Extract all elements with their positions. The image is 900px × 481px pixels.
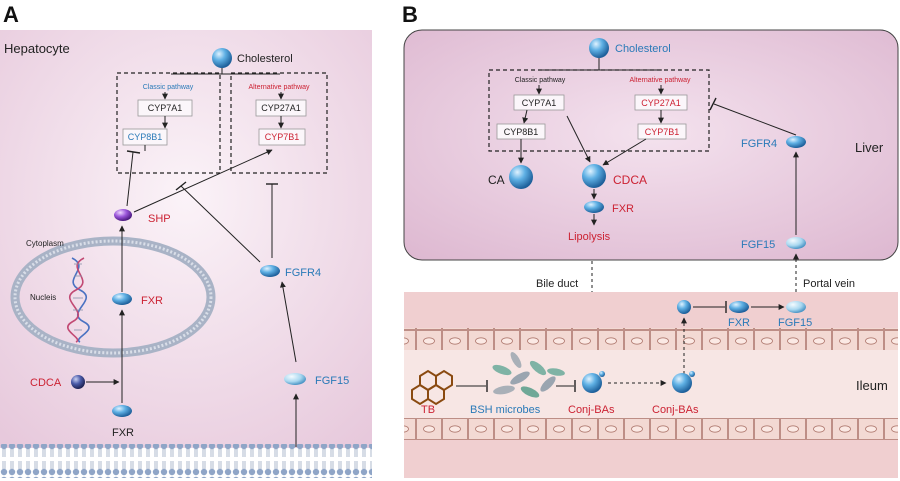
fxr-membrane-label: FXR: [112, 427, 134, 439]
dna-helix: [67, 257, 90, 343]
ca-molecule: [509, 165, 533, 189]
cyp7a1-label: CYP7A1: [148, 103, 183, 113]
cyp7b1-box: [258, 128, 306, 146]
shp-molecule: [114, 209, 132, 221]
cyp27a1-label: CYP27A1: [261, 103, 301, 113]
fxr-liver-molecule: [584, 201, 604, 213]
liver-region: [403, 29, 899, 261]
ileum-label: Ileum: [856, 378, 888, 393]
cyp8b1-label-b: CYP8B1: [504, 127, 539, 137]
panel-a: A Hepatocyte Cholesterol Classic pathway…: [0, 2, 372, 478]
tb-molecule: [411, 369, 453, 406]
shp-label: SHP: [148, 213, 171, 225]
nucleus-inner-membrane: [13, 239, 213, 355]
portal-vein-label: Portal vein: [803, 278, 855, 290]
bsh-microbes-label: BSH microbes: [470, 404, 541, 416]
cholesterol-label-b: Cholesterol: [615, 43, 671, 55]
ca-label: CA: [488, 173, 505, 187]
fgfr4-receptor-b: [786, 136, 806, 148]
tb-label: TB: [421, 404, 435, 416]
cytoplasm-label: Cytoplasm: [26, 239, 64, 248]
cyp7a1-label-b: CYP7A1: [522, 98, 557, 108]
cyp7a1-box-b: [513, 94, 565, 111]
fgf15-intestine-molecule: [786, 301, 806, 313]
fgf15-liver-label: FGF15: [741, 239, 775, 251]
fxr-membrane-molecule: [112, 405, 132, 417]
cholesterol-molecule-b: [589, 38, 609, 58]
cdca-molecule: [71, 375, 85, 389]
ileum-epithelium-top: [404, 328, 898, 350]
panel-b-label: B: [402, 2, 418, 27]
fgfr4-label: FGFR4: [285, 267, 321, 279]
fxr-nuclear-label: FXR: [141, 295, 163, 307]
panel-a-label: A: [3, 2, 19, 27]
lipolysis-label: Lipolysis: [568, 231, 611, 243]
panel-b: B Liver Cholesterol Classic pathway Alte…: [402, 2, 899, 478]
fgf15-liver-molecule: [786, 237, 806, 249]
bile-duct-label: Bile duct: [536, 278, 578, 290]
nucleus-label: Nucleis: [30, 293, 56, 302]
cdca-label-b: CDCA: [613, 173, 647, 187]
conj-bas-molecule-2: [672, 373, 692, 393]
cyp7b1-box-b: [637, 123, 687, 140]
cdca-label: CDCA: [30, 377, 62, 389]
cdca-molecule-b: [582, 164, 606, 188]
cholesterol-molecule: [212, 48, 232, 68]
fgf15-label: FGF15: [315, 375, 349, 387]
fgfr4-label-b: FGFR4: [741, 138, 777, 150]
fxr-liver-label: FXR: [612, 203, 634, 215]
classic-pathway-label-b: Classic pathway: [515, 77, 566, 84]
bsh-microbes: [492, 352, 565, 398]
classic-pathway-box: [116, 72, 221, 174]
fgfr4-receptor: [260, 265, 280, 277]
hepatocyte-label: Hepatocyte: [4, 41, 70, 56]
liver-label: Liver: [855, 140, 884, 155]
alternative-pathway-label: Alternative pathway: [248, 84, 310, 91]
conj-ba-cell-molecule: [677, 300, 691, 314]
fxr-nuclear-molecule: [112, 293, 132, 305]
conj-bas-molecule-1: [582, 373, 602, 393]
cyp7b1-label-b: CYP7B1: [645, 127, 680, 137]
cholesterol-label: Cholesterol: [237, 53, 293, 65]
conj-bas-label-1: Conj-BAs: [568, 404, 615, 416]
fgf15-molecule: [284, 373, 306, 385]
cyp7b1-label: CYP7B1: [265, 132, 300, 142]
ileum-epithelium-bottom: [404, 418, 898, 440]
cell-membrane: [0, 444, 372, 478]
conj-bas-label-2: Conj-BAs: [652, 404, 699, 416]
fxr-intestine-label: FXR: [728, 317, 750, 329]
classic-pathway-label: Classic pathway: [143, 84, 194, 91]
pathways-box: [488, 69, 710, 152]
cyp27a1-label-b: CYP27A1: [641, 98, 681, 108]
cyp8b1-label: CYP8B1: [128, 132, 163, 142]
fgf15-intestine-label: FGF15: [778, 317, 812, 329]
fxr-intestine-molecule: [729, 301, 749, 313]
alternative-pathway-label-b: Alternative pathway: [629, 77, 691, 84]
